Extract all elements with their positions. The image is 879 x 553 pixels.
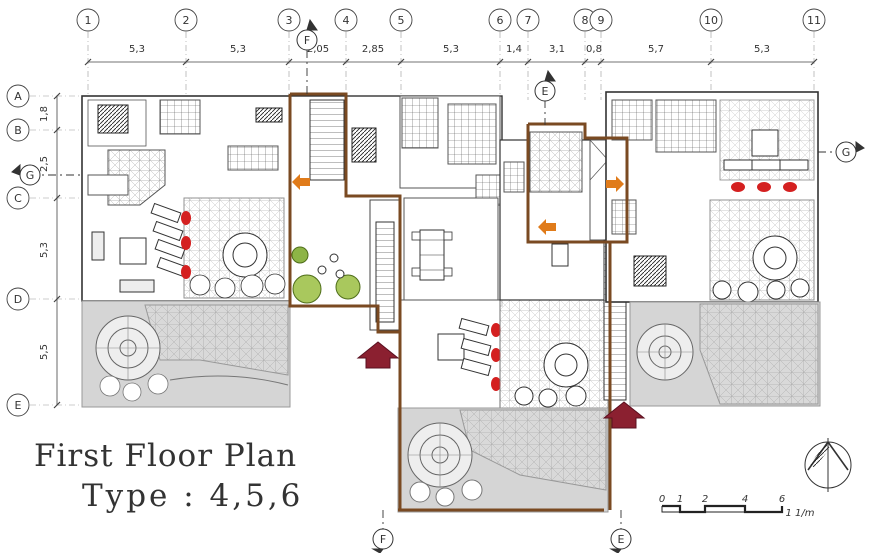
scale-tick-6: 6 bbox=[779, 494, 785, 505]
scale-bar: 0 1 2 4 6 1 1/m bbox=[659, 494, 815, 519]
section-e-bottom: E bbox=[618, 533, 625, 546]
grid-row-d: D bbox=[14, 293, 22, 306]
grid-col-1: 1 bbox=[85, 14, 92, 27]
col-dim-6: 1,4 bbox=[506, 44, 522, 55]
row-grid-bubbles bbox=[6, 84, 30, 417]
plan-title: First Floor Plan bbox=[34, 438, 298, 474]
grid-col-4: 4 bbox=[343, 14, 350, 27]
scale-tick-0: 0 bbox=[659, 494, 665, 505]
grid-lines bbox=[30, 32, 815, 406]
grid-col-9: 9 bbox=[598, 14, 605, 27]
row-dim-4: 5,5 bbox=[39, 344, 50, 360]
grid-row-c: C bbox=[14, 192, 22, 205]
scale-unit: 1 1/m bbox=[785, 508, 814, 519]
unit-left bbox=[81, 95, 291, 302]
unit-boundary-outlines bbox=[288, 92, 629, 512]
grid-row-e: E bbox=[15, 399, 22, 412]
entrance-marker-icon bbox=[356, 341, 646, 429]
row-dim-2: 2,5 bbox=[39, 156, 50, 172]
row-grid-labels: A B C D E bbox=[14, 90, 22, 412]
grid-col-7: 7 bbox=[525, 14, 532, 27]
courtyard-left bbox=[81, 300, 291, 408]
column-grid-bubbles bbox=[76, 8, 826, 32]
column-dimension-labels: 5,3 5,3 2,05 2,85 5,3 1,4 3,1 0,8 5,7 5,… bbox=[129, 44, 770, 55]
scale-tick-4: 4 bbox=[742, 494, 748, 505]
grid-col-3: 3 bbox=[286, 14, 293, 27]
unit-right bbox=[605, 91, 821, 407]
section-g-left: G bbox=[26, 169, 35, 182]
section-f-top: F bbox=[304, 34, 310, 47]
stair-direction-arrow-icon bbox=[292, 174, 624, 235]
col-dim-1: 5,3 bbox=[129, 44, 145, 55]
top-dimension-line bbox=[84, 58, 818, 66]
grid-col-2: 2 bbox=[183, 14, 190, 27]
section-f-bottom: F bbox=[380, 533, 386, 546]
grid-col-5: 5 bbox=[398, 14, 405, 27]
col-dim-9: 5,7 bbox=[648, 44, 664, 55]
section-e-top: E bbox=[542, 85, 549, 98]
grid-col-8: 8 bbox=[582, 14, 589, 27]
plan-subtitle: Type : 4,5,6 bbox=[82, 478, 304, 514]
grid-row-b: B bbox=[14, 124, 22, 137]
shrubs-left bbox=[189, 273, 286, 299]
col-dim-10: 5,3 bbox=[754, 44, 770, 55]
grid-row-a: A bbox=[14, 90, 22, 103]
section-g-right: G bbox=[842, 146, 851, 159]
grid-col-11: 11 bbox=[807, 14, 821, 27]
row-dimension-labels: 1,8 2,5 5,3 5,5 bbox=[39, 106, 50, 360]
scale-tick-1: 1 bbox=[677, 494, 683, 505]
column-grid-labels: 1 2 3 4 5 6 7 8 9 10 11 bbox=[85, 14, 822, 27]
col-dim-8: 0,8 bbox=[586, 44, 602, 55]
trees-middle bbox=[291, 246, 361, 304]
col-dim-2: 5,3 bbox=[230, 44, 246, 55]
grid-col-6: 6 bbox=[497, 14, 504, 27]
section-marker-bubbles bbox=[11, 18, 865, 553]
unit-middle bbox=[289, 95, 609, 513]
left-dimension-line bbox=[53, 92, 61, 409]
north-arrow-icon bbox=[804, 438, 852, 492]
row-dim-1: 1,8 bbox=[39, 106, 50, 122]
scale-tick-2: 2 bbox=[702, 494, 708, 505]
col-dim-5: 5,3 bbox=[443, 44, 459, 55]
col-dim-7: 3,1 bbox=[549, 44, 565, 55]
col-dim-4: 2,85 bbox=[362, 44, 384, 55]
grid-col-10: 10 bbox=[704, 14, 718, 27]
section-marker-labels: F F E E G G bbox=[26, 34, 851, 546]
row-dim-3: 5,3 bbox=[39, 242, 50, 258]
col-dim-3: 2,05 bbox=[307, 44, 329, 55]
red-furniture-left bbox=[181, 211, 191, 279]
